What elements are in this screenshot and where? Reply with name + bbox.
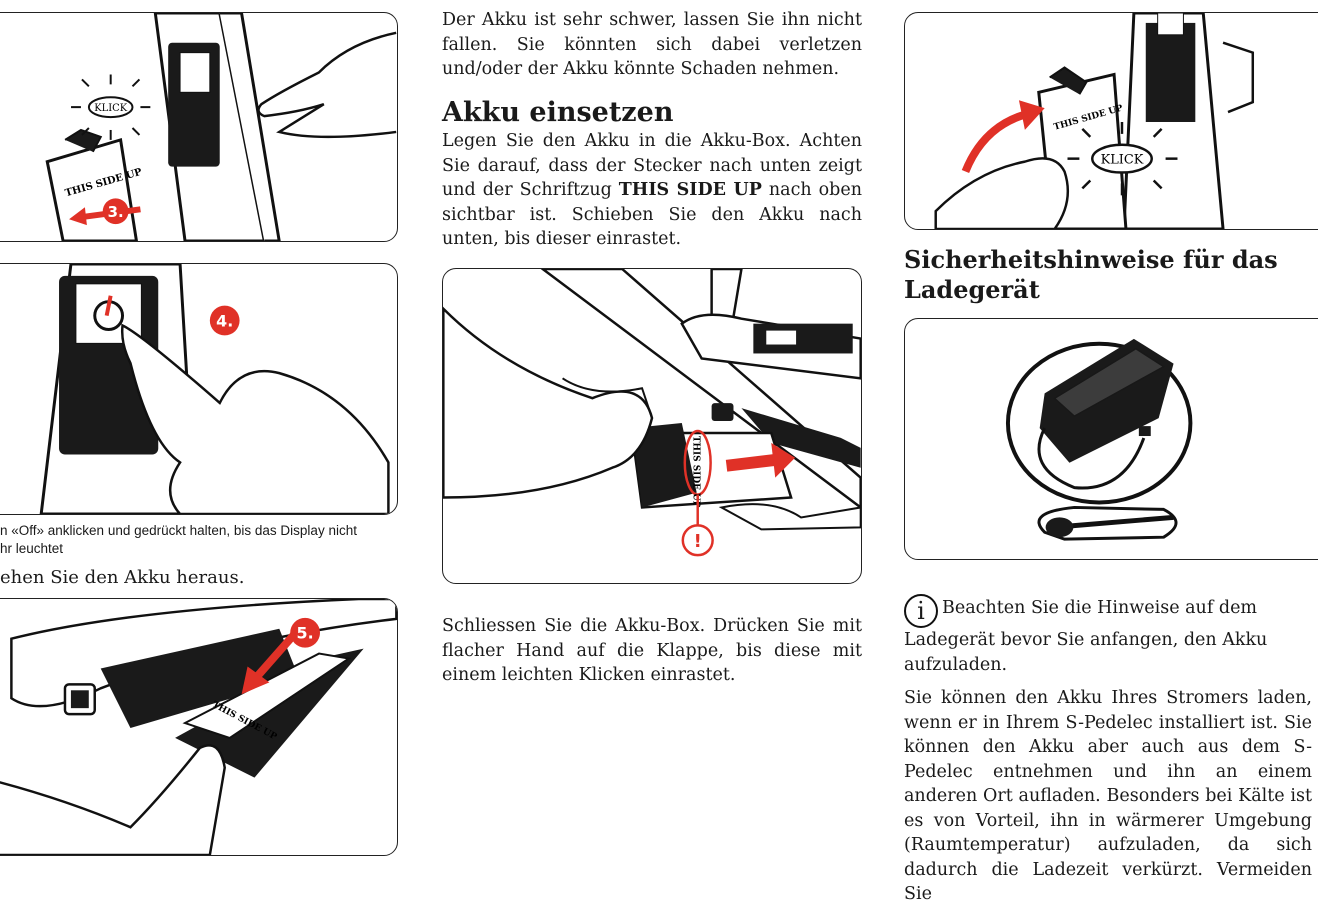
insert-text-part-2: nach oben sichtbar ist. Schieben Sie den…	[442, 180, 862, 249]
insert-battery-heading: Akku einsetzen	[442, 97, 674, 128]
warning-exclamation-icon	[681, 524, 714, 557]
pull-battery-illustration: THIS SIDE UP 5.	[0, 599, 397, 855]
insert-battery-illustration: THIS SIDE UP !	[443, 269, 861, 557]
step-3-badge	[102, 198, 129, 225]
caption-line-1: n «Off» anklicken und gedrückt halten, b…	[0, 523, 357, 538]
power-off-illustration: 4.	[39, 264, 390, 514]
step-4-caption: n «Off» anklicken und gedrückt halten, b…	[0, 522, 398, 558]
step-5-number: 5.	[297, 624, 314, 643]
klick-label: KLICK	[94, 103, 127, 114]
step-5-badge	[290, 617, 320, 648]
remove-battery-heading-fragment: ehen Sie den Akku heraus.	[0, 567, 245, 588]
info-note-text: Beachten Sie die Hinweise auf dem Ladege…	[904, 598, 1268, 675]
curved-arrow-icon	[1018, 100, 1045, 130]
insert-text-part-1: Legen Sie den Akku in die Akku-Box. Acht…	[442, 131, 862, 200]
step-4-badge	[209, 305, 240, 336]
klick-burst: KLICK	[71, 74, 151, 140]
klick-burst: KLICK	[1067, 121, 1178, 196]
illustration-insert-battery: THIS SIDE UP !	[442, 268, 862, 584]
insert-battery-paragraph: Legen Sie den Akku in die Akku-Box. Acht…	[442, 129, 862, 252]
this-side-up-label: THIS SIDE UP	[691, 436, 701, 508]
charging-paragraph: Sie können den Akku Ihres Stromers laden…	[904, 688, 1312, 904]
close-box-paragraph: Schliessen Sie die Akku-Box. Drücken Sie…	[442, 616, 862, 685]
remove-battery-illustration: THIS SIDE UP KLICK 3.	[45, 13, 397, 241]
charger-illustration	[1005, 338, 1193, 541]
caption-line-2: hr leuchtet	[0, 541, 64, 556]
illustration-step-3: THIS SIDE UP KLICK 3.	[0, 12, 398, 242]
illustration-step-4: 4.	[0, 263, 398, 515]
close-box-illustration: THIS SIDE UP KLICK	[934, 13, 1255, 229]
warning-paragraph: Der Akku ist sehr schwer, lassen Sie ihn…	[442, 10, 862, 79]
step-3-number: 3.	[108, 203, 124, 221]
exclamation-mark: !	[694, 531, 702, 552]
this-side-up-emphasis: THIS SIDE UP	[618, 180, 762, 200]
charger-safety-heading: Sicherheitshinweise für das Ladegerät	[904, 245, 1278, 304]
illustration-close-box: THIS SIDE UP KLICK	[904, 12, 1318, 230]
step-4-number: 4.	[216, 312, 233, 331]
illustration-step-5: THIS SIDE UP 5.	[0, 598, 398, 856]
info-icon: i	[904, 594, 938, 628]
klick-label: KLICK	[1101, 153, 1144, 168]
push-arrow-icon	[771, 442, 796, 478]
illustration-charger	[904, 318, 1318, 560]
